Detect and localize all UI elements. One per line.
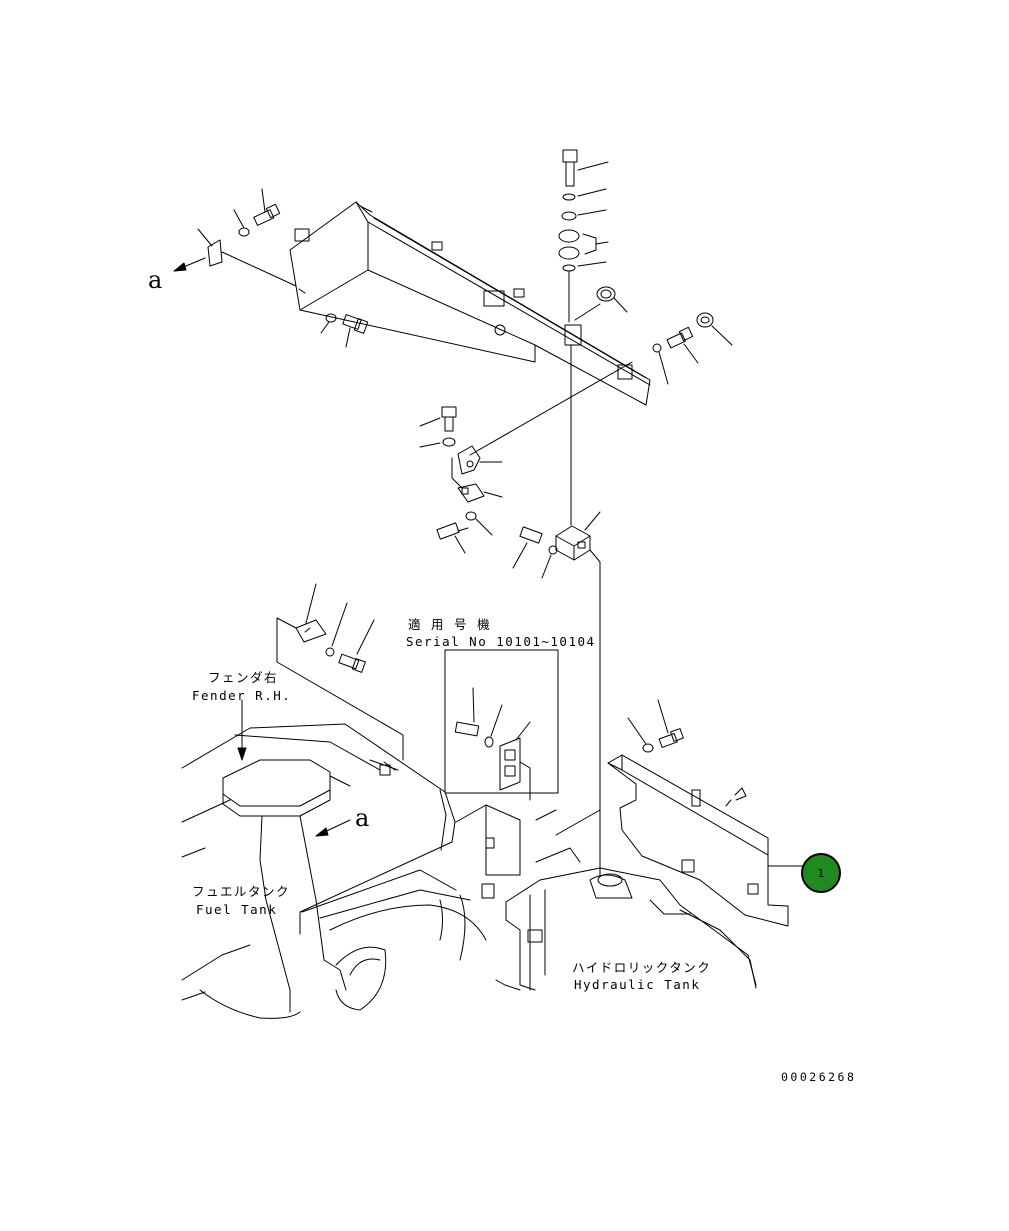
hydraulic-tank [482, 810, 756, 990]
fuel-tank [182, 805, 520, 1018]
clamp-group [420, 362, 632, 553]
left-bracket [198, 229, 296, 286]
serial-box [445, 650, 558, 800]
fender-label-jp: フェンダ右 [208, 670, 279, 685]
fender-label-en: Fender R.H. [192, 688, 292, 703]
view-a-label-bottom: a [355, 804, 370, 832]
grommet [597, 287, 627, 312]
bolt-right [653, 313, 732, 384]
fuel-tank-label-en: Fuel Tank [196, 902, 278, 917]
fuel-tank-label-jp: フュエルタンク [192, 884, 291, 899]
upper-cover [290, 202, 650, 405]
hydraulic-tank-label-en: Hydraulic Tank [574, 977, 701, 992]
view-a-arrow-bottom [316, 820, 350, 836]
drawing-number: 00026268 [781, 1070, 857, 1084]
bolt-cover-bottom [321, 314, 368, 347]
part-callout-number: 1 [817, 866, 825, 880]
serial-label-jp: 適 用 号 機 [408, 617, 492, 632]
view-a-arrow-top [174, 258, 205, 271]
side-panel-part1 [608, 700, 808, 926]
bolt-top-left [234, 189, 280, 236]
part-callout-1[interactable]: 1 [801, 853, 841, 893]
mount-block [513, 512, 600, 875]
hydraulic-tank-label-jp: ハイドロリックタンク [572, 960, 712, 975]
fender-rh [182, 700, 455, 934]
serial-label-en: Serial No 10101~10104 [406, 634, 596, 649]
bolt-stack [559, 150, 608, 525]
view-a-label-top: a [148, 266, 163, 294]
lower-left-bracket [277, 584, 403, 760]
